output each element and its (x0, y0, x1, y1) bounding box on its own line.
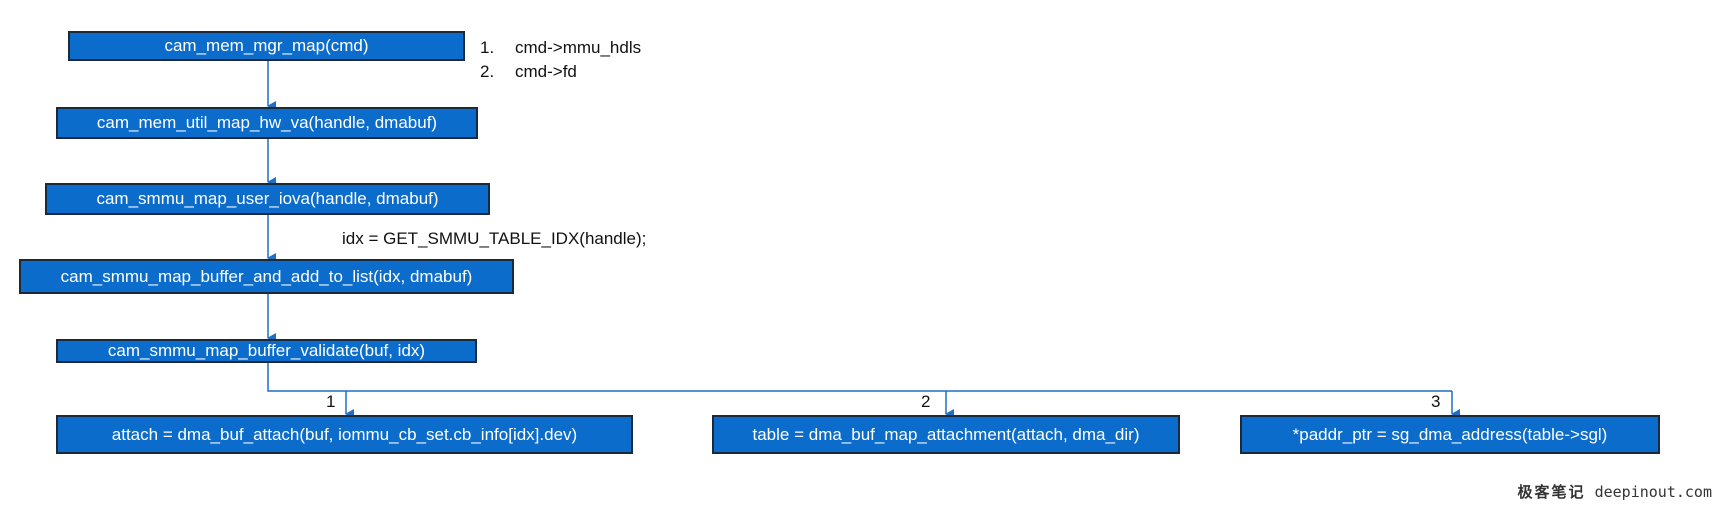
node-sg-dma-address: *paddr_ptr = sg_dma_address(table->sgl) (1240, 415, 1660, 454)
watermark-site: deepinout.com (1594, 483, 1712, 501)
note-item-2: 2. cmd->fd (480, 60, 641, 84)
node-cam-smmu-map-buffer-and-add-to-list: cam_smmu_map_buffer_and_add_to_list(idx,… (19, 259, 514, 294)
note-text: cmd->fd (515, 62, 577, 81)
note-item-1: 1. cmd->mmu_hdls (480, 36, 641, 60)
watermark-cjk: 极客笔记 (1517, 483, 1586, 501)
note-number: 2. (480, 62, 495, 81)
note-list: 1. cmd->mmu_hdls 2. cmd->fd (480, 36, 641, 84)
branch-label-1: 1 (326, 392, 336, 411)
watermark: 极客笔记 deepinout.com (1518, 481, 1712, 502)
node-dma-buf-attach: attach = dma_buf_attach(buf, iommu_cb_se… (56, 415, 633, 454)
node-cam-mem-util-map-hw-va: cam_mem_util_map_hw_va(handle, dmabuf) (56, 107, 478, 139)
note-idx: idx = GET_SMMU_TABLE_IDX(handle); (342, 229, 647, 248)
note-text: cmd->mmu_hdls (515, 38, 642, 57)
branch-label-2: 2 (921, 392, 931, 411)
branch-line (267, 363, 1452, 392)
node-cam-mem-mgr-map: cam_mem_mgr_map(cmd) (68, 31, 465, 61)
branch-label-3: 3 (1431, 392, 1441, 411)
note-number: 1. (480, 38, 495, 57)
node-cam-smmu-map-user-iova: cam_smmu_map_user_iova(handle, dmabuf) (45, 183, 490, 215)
node-dma-buf-map-attachment: table = dma_buf_map_attachment(attach, d… (712, 415, 1180, 454)
node-cam-smmu-map-buffer-validate: cam_smmu_map_buffer_validate(buf, idx) (56, 339, 477, 363)
